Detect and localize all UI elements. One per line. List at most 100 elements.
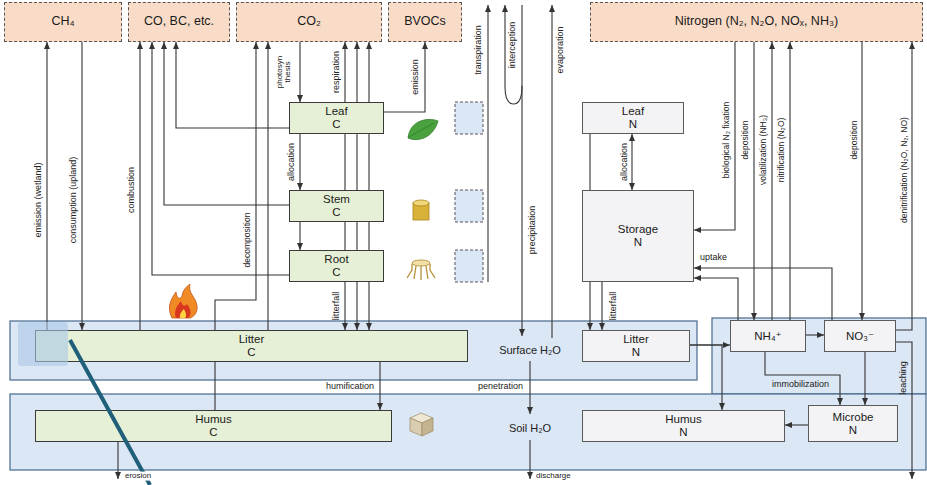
pool-label: Litter N [623, 333, 649, 358]
flow-label: uptake [700, 253, 727, 263]
flow-label: humification [326, 382, 374, 392]
carbon-pool-box: Root C [289, 250, 384, 282]
pool-label: BVOCs [404, 15, 446, 29]
pool-label: Litter C [239, 333, 265, 358]
connector-layer [47, 42, 912, 425]
precipitation-arrow [521, 5, 522, 336]
annotation-label: leaching [899, 361, 909, 395]
carbon-pool-box: Litter C [35, 330, 468, 362]
flow-arrow [765, 352, 840, 405]
gas-pool-box: CO₂ [236, 2, 382, 42]
flow-label: emission (wetland) [34, 162, 44, 237]
annotation-label: precipitation [528, 206, 538, 255]
flow-arrow [139, 42, 140, 330]
penetration-arrow [529, 361, 530, 414]
annotation-label: erosion [124, 472, 152, 481]
flow-arrow [753, 42, 754, 320]
erosion-arrow [117, 440, 118, 479]
pool-label: Nitrogen (N₂, N₂O, NOₓ, NH₃) [675, 15, 838, 29]
carbon-pool-box: Humus C [35, 410, 392, 442]
leaf-icon-vein [409, 123, 434, 137]
nitrogen-pool-box: Microbe N [808, 405, 898, 442]
nitrogen-pool-box: NO₃⁻ [824, 320, 896, 352]
root-icon [407, 260, 435, 280]
pool-label: CO₂ [297, 15, 321, 29]
stem-icon-top [413, 200, 429, 206]
pool-label: CH₄ [51, 15, 74, 29]
pool-label: NO₃⁻ [846, 330, 874, 343]
flow-label: deposition [741, 121, 750, 160]
pool-label: Leaf N [622, 105, 644, 130]
humus-cube-icon [410, 413, 433, 436]
leaf-icon [408, 119, 438, 139]
annotation-label: transpiration [474, 25, 484, 75]
carbon-pool-box: Stem C [289, 190, 384, 222]
pool-label: Humus C [195, 413, 231, 438]
cube-left [410, 418, 422, 436]
flow-arrow [785, 424, 808, 425]
gas-pool-box: Nitrogen (N₂, N₂O, NOₓ, NH₃) [590, 2, 923, 42]
flow-arrow [46, 42, 47, 330]
nitrogen-pool-box: Storage N [582, 190, 694, 282]
flow-arrow [299, 134, 300, 190]
gas-pool-box: CO, BC, etc. [128, 2, 230, 42]
gas-pool-box: CH₄ [4, 2, 122, 42]
soil-nitrogen-band [712, 318, 926, 394]
carbon-pool-box: Leaf C [289, 102, 384, 134]
flow-arrow [344, 134, 345, 330]
annotation-label: penetration [478, 382, 523, 392]
nitrogen-pool-box: Humus N [582, 410, 785, 442]
pool-label: Stem C [323, 193, 350, 218]
flow-arrow [789, 42, 790, 320]
flow-label: decomposition [243, 213, 252, 268]
pool-label: Root C [324, 253, 348, 278]
flow-label: litterfall [609, 292, 619, 321]
flow-label: combustion [127, 167, 137, 213]
flow-arrow [267, 42, 268, 330]
root-icon-roots [407, 264, 435, 280]
flow-label: volatilization (NH₃) [759, 115, 768, 185]
evaporation-arrow [551, 5, 552, 338]
flow-label: consumption (upland) [69, 157, 79, 244]
flow-label: emission [411, 59, 421, 95]
litter-layer-band [10, 321, 697, 380]
fire-middle [175, 301, 190, 318]
fire-core [180, 309, 186, 318]
pool-label: Storage N [618, 223, 658, 248]
flow-arrow [806, 334, 824, 335]
flow-label: allocation [620, 143, 630, 181]
flow-label: biological N₂ fixation [722, 102, 731, 179]
humus-layer-band [10, 394, 926, 470]
nitrogen-pool-box: Litter N [582, 330, 690, 362]
flow-arrow [694, 268, 832, 320]
flow-label: immobilization [772, 380, 829, 390]
pool-label: Humus N [665, 413, 701, 438]
flow-label: photosyn thesis [276, 52, 293, 92]
pointer-line [70, 340, 150, 485]
flow-arrow [379, 362, 380, 410]
flow-arrow [164, 42, 289, 205]
flow-arrow [631, 134, 632, 190]
flow-arrow [771, 42, 772, 320]
flow-label: nitrification (N₂O) [777, 118, 786, 183]
discharge-arrow [529, 440, 530, 479]
flow-arrow [344, 42, 345, 102]
flow-label: respiration [332, 51, 342, 93]
leaf-icon-shape [408, 119, 438, 139]
flow-arrow [694, 42, 735, 230]
flow-arrow [896, 42, 912, 330]
flow-arrow [176, 42, 289, 128]
flow-arrow [299, 42, 300, 102]
leaching-arrow [896, 342, 912, 479]
flow-arrow [299, 222, 300, 250]
flow-arrow [384, 42, 425, 112]
highlight-square [18, 322, 68, 366]
root-icon-top [412, 260, 430, 266]
stem-icon [413, 200, 429, 220]
cube-right [422, 418, 433, 436]
flow-arrow [694, 278, 738, 320]
nitrogen-pool-box: Leaf N [582, 102, 684, 134]
flow-arrow [81, 42, 82, 330]
